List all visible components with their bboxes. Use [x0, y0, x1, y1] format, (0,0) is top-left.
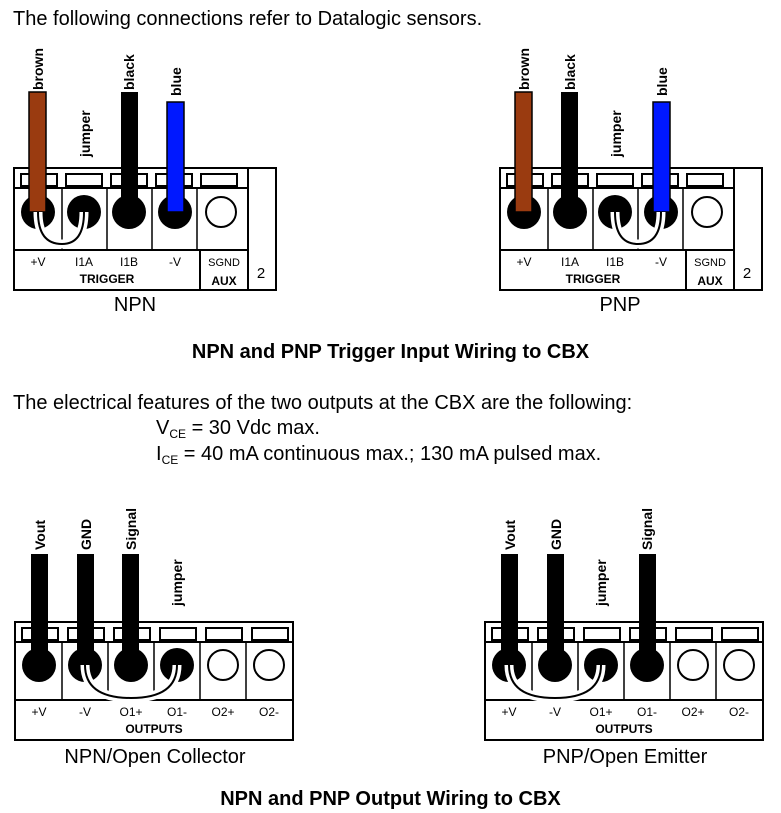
vce-symbol: V [156, 417, 170, 439]
electrical-intro: The electrical features of the two outpu… [13, 392, 633, 414]
pnp-trigger-diagram: +V I1A I1B -V SGND TRIGGER AUX 2 brown b… [499, 48, 763, 291]
side-number: 2 [743, 265, 751, 282]
trigger-group-label: TRIGGER [566, 272, 621, 286]
vce-spec: VCE = 30 Vdc max. [156, 417, 320, 441]
ice-subscript: CE [161, 453, 179, 467]
terminal-label: -V [79, 705, 91, 719]
side-number: 2 [257, 265, 265, 282]
wire-label-blue: blue [168, 67, 184, 96]
pnp-output-diagram: +V -V O1+ O1- O2+ O2- OUTPUTS Vout GND j… [484, 508, 764, 741]
wire-label-signal: Signal [639, 508, 655, 550]
vce-value: = 30 Vdc max. [186, 417, 320, 439]
wire-label-brown: brown [516, 48, 532, 90]
terminal-label: I1B [120, 255, 138, 269]
intro-text: The following connections refer to Datal… [13, 8, 483, 30]
terminal-label: O1- [637, 705, 657, 719]
terminal-label: O1+ [589, 705, 612, 719]
terminal-label: -V [169, 255, 181, 269]
terminal-label: I1B [606, 255, 624, 269]
wire-label-jumper: jumper [169, 559, 185, 607]
wire-label-black: black [121, 54, 137, 90]
terminal-label: +V [516, 255, 531, 269]
npn-output-caption: NPN/Open Collector [64, 746, 246, 768]
pnp-output-caption: PNP/Open Emitter [542, 746, 708, 768]
terminal-label: I1A [75, 255, 93, 269]
wire-label-jumper: jumper [593, 559, 609, 607]
ice-value: = 40 mA continuous max.; 130 mA pulsed m… [178, 443, 602, 465]
npn-trigger-diagram: +V I1A I1B -V SGND TRIGGER AUX 2 brown j… [13, 48, 277, 291]
terminal-label: +V [31, 705, 46, 719]
trigger-section-title: NPN and PNP Trigger Input Wiring to CBX [191, 341, 590, 363]
terminal-label: O1- [167, 705, 187, 719]
outputs-group-label: OUTPUTS [125, 722, 182, 736]
ice-spec: ICE = 40 mA continuous max.; 130 mA puls… [156, 443, 601, 467]
wire-label-blue: blue [654, 67, 670, 96]
wire-label-vout: Vout [502, 520, 518, 550]
wire-label-gnd: GND [548, 519, 564, 550]
wire-label-gnd: GND [78, 519, 94, 550]
wire-label-signal: Signal [123, 508, 139, 550]
terminal-label: O2+ [211, 705, 234, 719]
npn-output-diagram: +V -V O1+ O1- O2+ O2- OUTPUTS Vout GND S… [14, 508, 294, 741]
pnp-trigger-caption: PNP [599, 294, 641, 316]
terminal-label: O1+ [119, 705, 142, 719]
ice-symbol: I [156, 443, 162, 465]
terminal-label: SGND [694, 257, 726, 269]
wire-label-vout: Vout [32, 520, 48, 550]
wire-label-black: black [562, 54, 578, 90]
terminal-label: SGND [208, 257, 240, 269]
npn-trigger-caption: NPN [113, 294, 157, 316]
aux-label: AUX [211, 274, 236, 288]
terminal-label: I1A [561, 255, 579, 269]
terminal-label: +V [30, 255, 45, 269]
terminal-label: O2- [259, 705, 279, 719]
vce-subscript: CE [169, 427, 187, 441]
outputs-group-label: OUTPUTS [595, 722, 652, 736]
terminal-label: +V [501, 705, 516, 719]
wire-label-jumper: jumper [77, 110, 93, 158]
terminal-label: -V [549, 705, 561, 719]
output-section-title: NPN and PNP Output Wiring to CBX [220, 788, 561, 810]
aux-label: AUX [697, 274, 722, 288]
terminal-label: O2+ [681, 705, 704, 719]
trigger-group-label: TRIGGER [80, 272, 135, 286]
terminal-label: -V [655, 255, 667, 269]
wire-label-jumper: jumper [608, 110, 624, 158]
terminal-label: O2- [729, 705, 749, 719]
wire-label-brown: brown [30, 48, 46, 90]
